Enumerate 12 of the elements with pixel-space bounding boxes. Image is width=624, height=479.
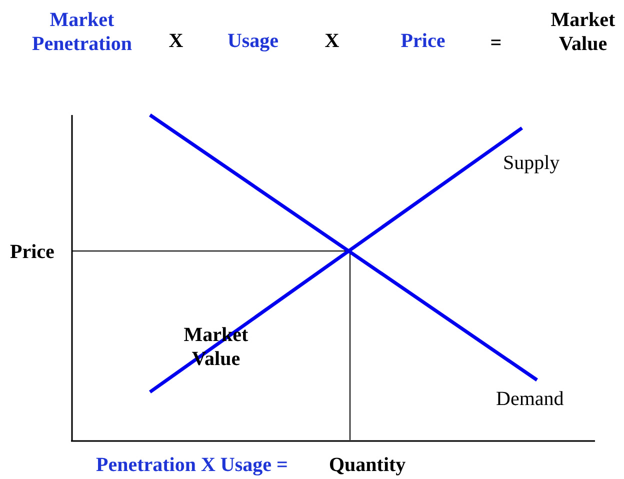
- axis-label: Penetration X Usage =: [96, 453, 288, 477]
- operator-sign: X: [168, 29, 184, 53]
- operator-sign: =: [490, 31, 502, 55]
- curve-label: Supply: [503, 151, 560, 175]
- formula-term: Price: [400, 29, 446, 53]
- formula-term: Market Penetration: [31, 8, 133, 56]
- formula-result: Market Value: [550, 8, 616, 56]
- formula-term: Usage: [227, 29, 279, 53]
- axis-label: Quantity: [329, 453, 406, 477]
- operator-sign: X: [324, 29, 340, 53]
- axis-label: Price: [10, 240, 54, 264]
- curve-label: Demand: [496, 387, 564, 411]
